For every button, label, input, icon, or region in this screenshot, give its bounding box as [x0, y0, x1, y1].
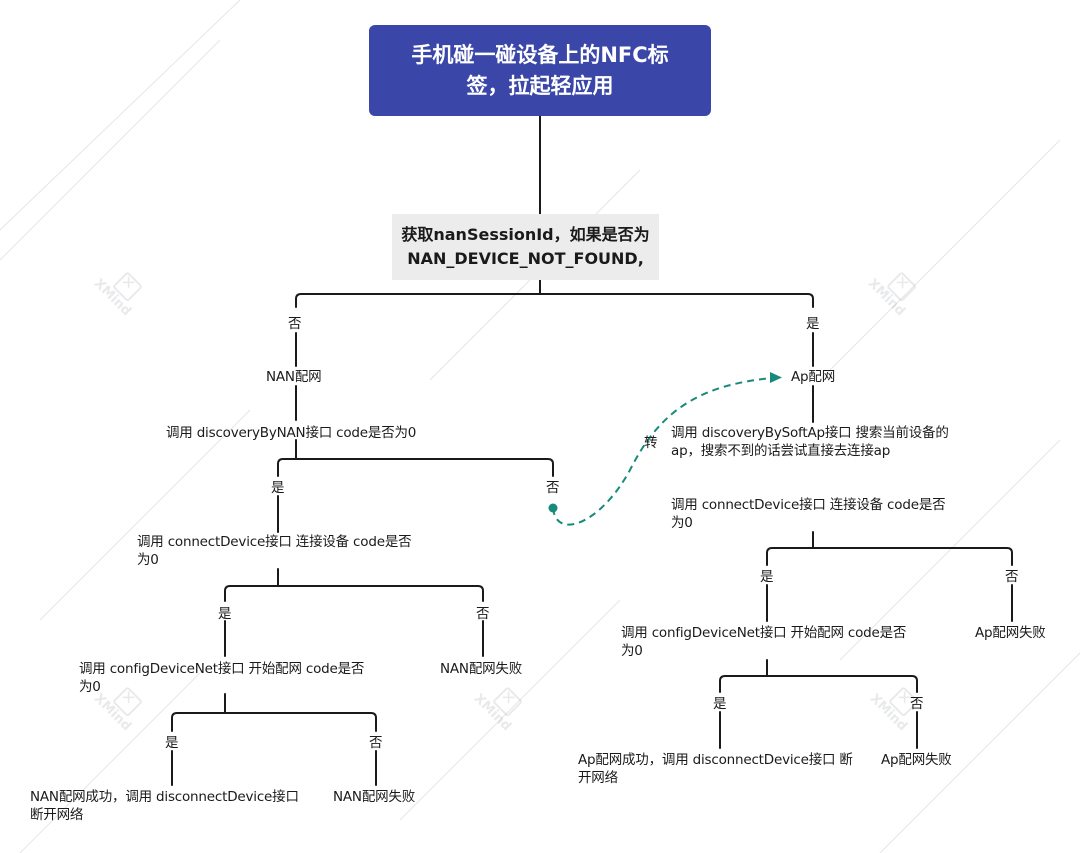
nan-config-fail[interactable]: NAN配网失败 [440, 661, 523, 677]
ap-config-fail[interactable]: Ap配网失败 [975, 625, 1046, 641]
root-topic[interactable]: 手机碰一碰设备上的NFC标 签，拉起轻应用 [369, 25, 711, 116]
branch-label-yes: 是 [271, 480, 285, 496]
ap-connect-device-check[interactable]: 调用 connectDevice接口 连接设备 code是否 为0 [671, 497, 946, 531]
branch-label-yes: 是 [218, 606, 232, 622]
branch-label-no: 否 [288, 316, 302, 332]
ap-config-fail[interactable]: Ap配网失败 [881, 752, 952, 768]
ap-config-title[interactable]: Ap配网 [791, 369, 836, 385]
branch-label-no: 否 [369, 735, 383, 751]
branch-label-yes: 是 [165, 735, 179, 751]
nan-config-fail[interactable]: NAN配网失败 [333, 789, 416, 805]
nan-config-success[interactable]: NAN配网成功，调用 disconnectDevice接口 断开网络 [30, 789, 299, 823]
transfer-label: 转 [644, 435, 658, 451]
session-id-check[interactable]: 获取nanSessionId，如果是否为 NAN_DEVICE_NOT_FOUN… [392, 214, 659, 280]
branch-label-no: 否 [476, 606, 490, 622]
branch-label-yes: 是 [760, 569, 774, 585]
ap-config-success[interactable]: Ap配网成功，调用 disconnectDevice接口 断 开网络 [578, 752, 853, 786]
connector-lines [171, 115, 1013, 786]
branch-label-no: 否 [1005, 569, 1019, 585]
branch-label-yes: 是 [806, 316, 820, 332]
nan-connect-device-check[interactable]: 调用 connectDevice接口 连接设备 code是否 为0 [137, 534, 412, 568]
transfer-arrow [548, 372, 782, 526]
ap-config-device-net-check[interactable]: 调用 configDeviceNet接口 开始配网 code是否 为0 [621, 625, 907, 659]
discovery-nan-check[interactable]: 调用 discoveryByNAN接口 code是否为0 [166, 425, 417, 441]
branch-label-no: 否 [546, 480, 560, 496]
nan-config-title[interactable]: NAN配网 [266, 369, 322, 385]
branch-label-no: 否 [910, 696, 924, 712]
discovery-softap-check[interactable]: 调用 discoveryBySoftAp接口 搜索当前设备的 ap，搜索不到的话… [671, 425, 949, 459]
nan-config-device-net-check[interactable]: 调用 configDeviceNet接口 开始配网 code是否 为0 [79, 661, 365, 695]
branch-label-yes: 是 [713, 696, 727, 712]
